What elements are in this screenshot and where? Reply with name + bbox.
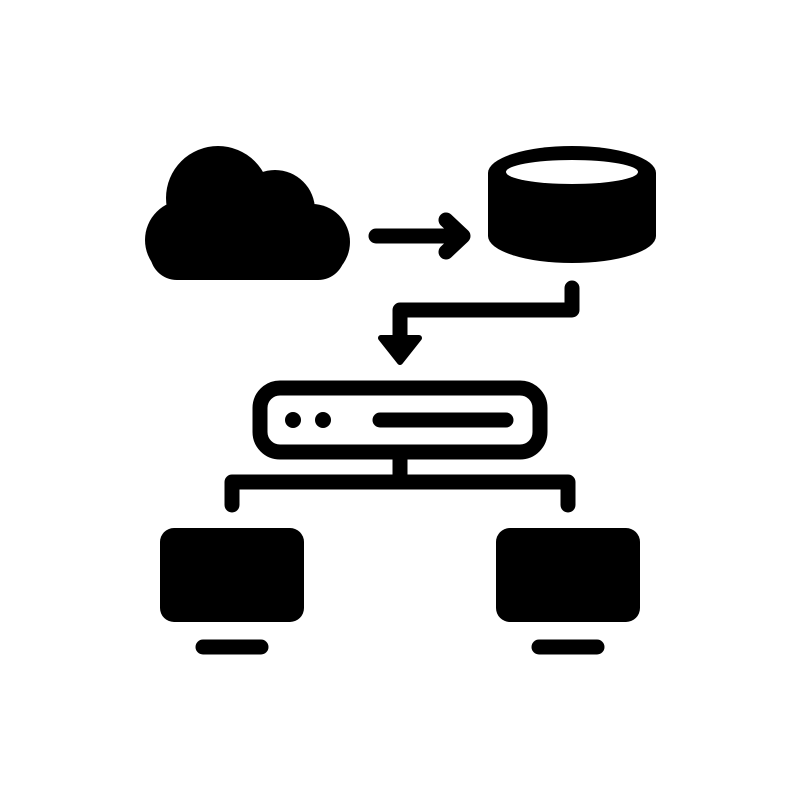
database-icon (488, 146, 656, 263)
server-led-1 (285, 412, 301, 428)
monitor-icon (160, 528, 304, 655)
server-led-2 (315, 412, 331, 428)
monitor-icon (496, 528, 640, 655)
network-connector (224, 452, 576, 513)
server-icon (252, 380, 548, 460)
cloud-icon (145, 146, 350, 280)
elbow-arrow-down-icon (378, 280, 580, 365)
arrow-right-icon (368, 212, 471, 260)
